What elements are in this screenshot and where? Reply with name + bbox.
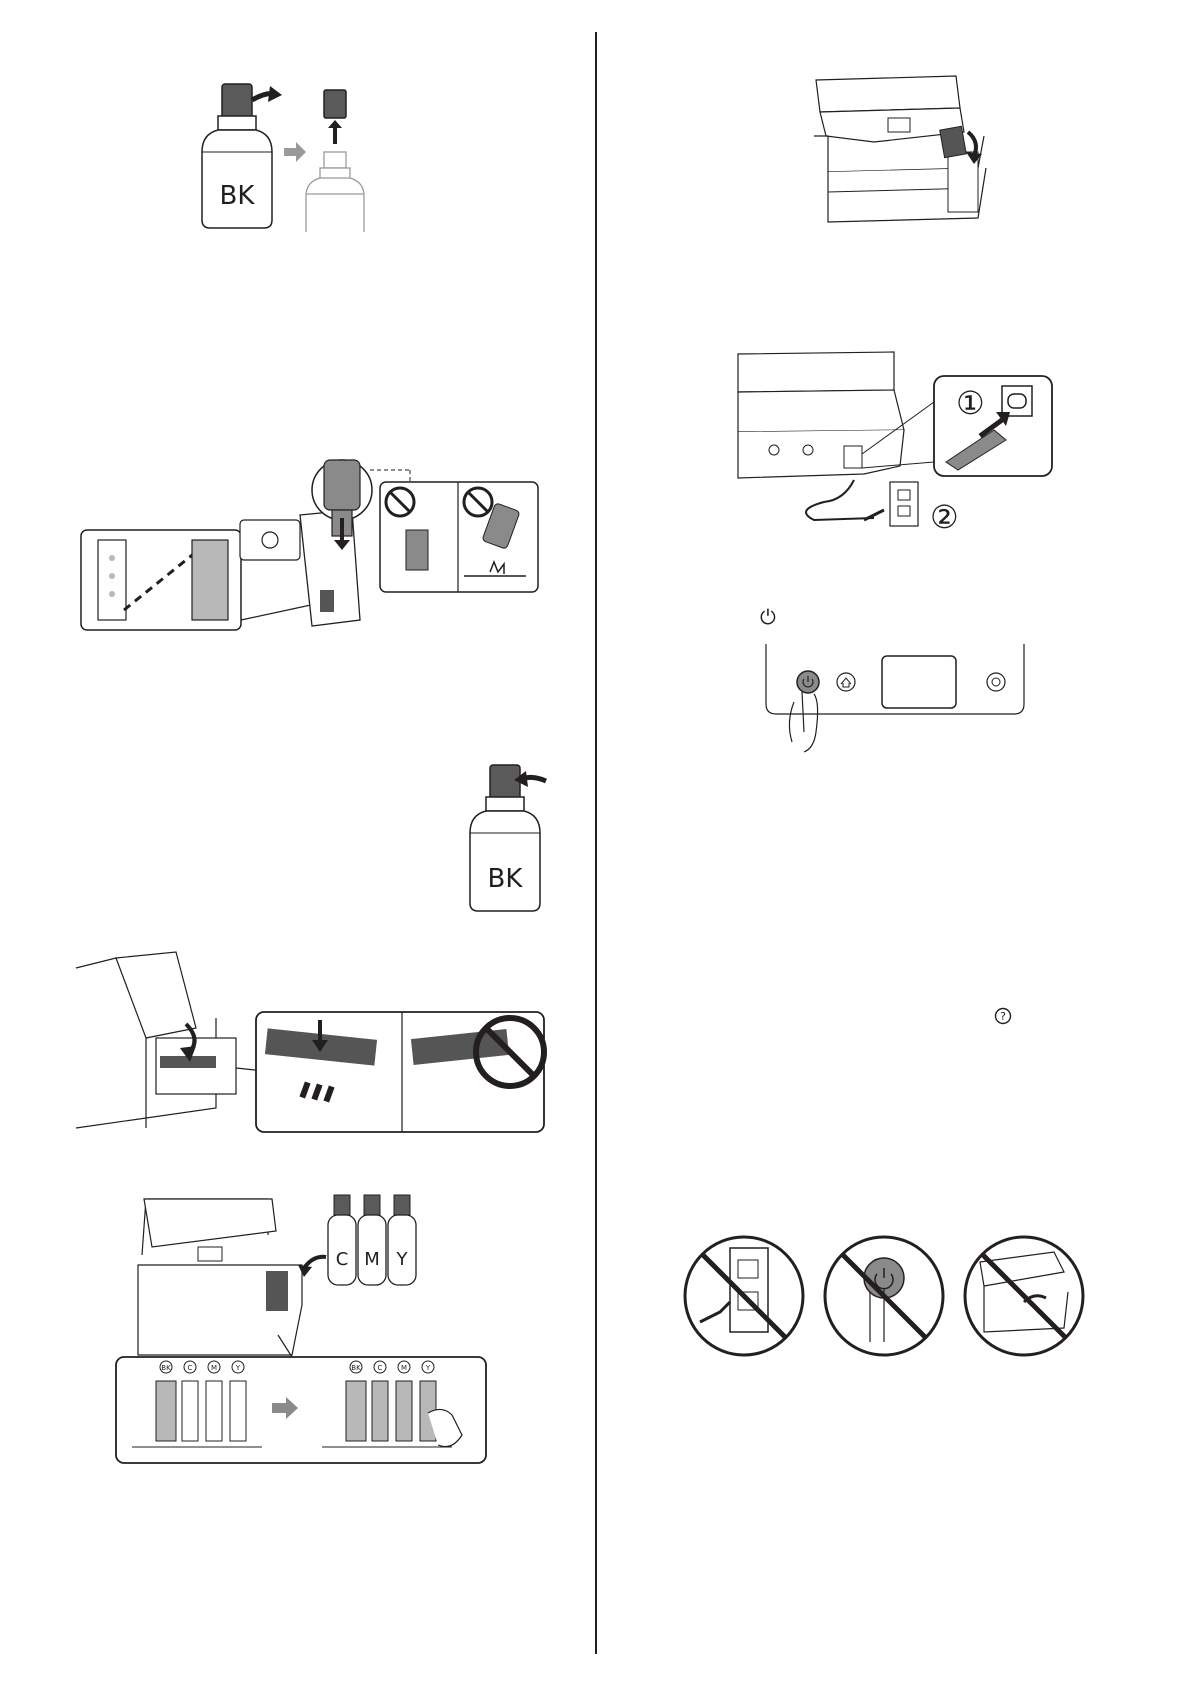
- svg-text:BK: BK: [161, 1364, 171, 1372]
- cap-icon: [324, 90, 346, 144]
- svg-text:M: M: [211, 1364, 217, 1372]
- svg-text:M: M: [401, 1364, 407, 1372]
- figure-close-tank-cap: [76, 958, 546, 1134]
- bottle-c: C: [328, 1195, 356, 1285]
- figure-control-panel: [764, 642, 1026, 754]
- figure-bottle-cap-close: BK: [466, 763, 556, 913]
- step-number-2: ②: [930, 498, 959, 536]
- svg-text:C: C: [188, 1364, 193, 1372]
- help-icon: ?: [994, 1007, 1012, 1025]
- column-divider: [595, 32, 597, 1654]
- figure-bottle-cap-removal: BK: [200, 82, 400, 232]
- arrow-right-icon: [284, 142, 306, 162]
- svg-text:C: C: [378, 1364, 383, 1372]
- figure-refill-tank: [80, 470, 540, 670]
- figure-prohibited-actions: [684, 1232, 1084, 1360]
- bottle-y: Y: [388, 1195, 416, 1285]
- power-icon: ⏻: [760, 608, 776, 628]
- home-button-icon: [837, 673, 855, 691]
- bottle-m: M: [358, 1195, 386, 1285]
- bottle-label: BK: [220, 181, 256, 211]
- power-button-icon: [797, 671, 819, 693]
- bottle-icon: BK: [202, 84, 272, 228]
- power-button-prohibited-icon: [825, 1237, 943, 1355]
- svg-text:?: ?: [1000, 1010, 1006, 1023]
- svg-text:Y: Y: [396, 1249, 409, 1270]
- svg-text:C: C: [336, 1249, 349, 1270]
- svg-text:Y: Y: [235, 1364, 241, 1372]
- svg-text:Y: Y: [425, 1364, 431, 1372]
- figure-color-bottles: C M Y BK C M Y BK C M Y: [112, 1195, 492, 1465]
- figure-printer-tank-cover: [808, 72, 993, 234]
- svg-text:M: M: [364, 1249, 380, 1270]
- step-number-1: ①: [956, 384, 985, 422]
- stop-button-icon: [987, 673, 1005, 691]
- open-scanner-prohibited-icon: [965, 1237, 1083, 1355]
- bottle-label: BK: [488, 864, 524, 894]
- figure-power-cord: ① ②: [734, 350, 1054, 540]
- svg-text:BK: BK: [351, 1364, 361, 1372]
- unplug-prohibited-icon: [685, 1237, 803, 1355]
